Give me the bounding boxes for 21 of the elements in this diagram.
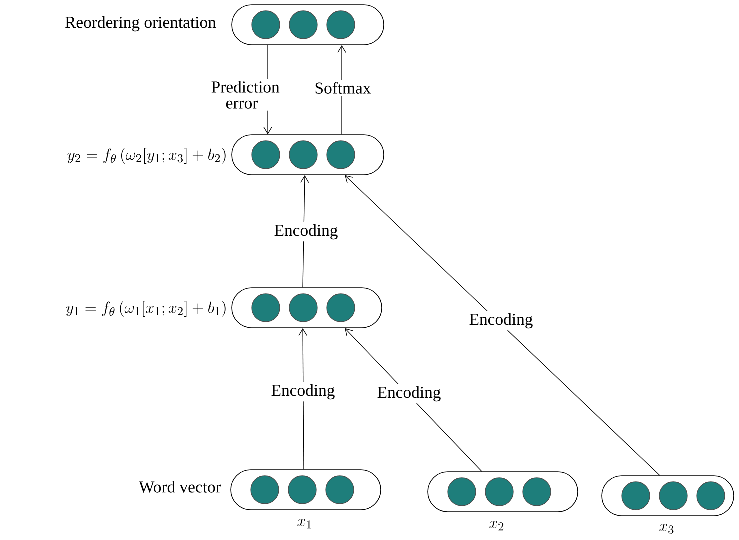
neuron-layer (232, 4, 384, 46)
formula: $y_1 = f_\theta\left(\omega_1[x_1; x_2] + b_1\right)$ (66, 301, 226, 318)
neuron-layer (230, 470, 382, 510)
neuron-layer (602, 476, 734, 516)
edge-label: Encoding (269, 382, 335, 402)
neuron-layer (232, 134, 384, 176)
formula: $x_3$ (660, 524, 674, 534)
edge-label: Softmax (310, 80, 376, 96)
neuron-layer (428, 472, 578, 512)
layer-label: Reordering orientation (66, 16, 216, 32)
edge-label: Encoding (272, 222, 338, 242)
arrow (345, 328, 482, 472)
formula: $x_2$ (490, 521, 504, 531)
edge-label: Encoding (375, 384, 441, 404)
formula: $x_1$ (298, 519, 312, 529)
arrow (345, 175, 660, 476)
edge-label: Encoding (467, 311, 533, 331)
layer-label: Word vector (139, 481, 222, 493)
edge-label: Prediction error (209, 79, 280, 111)
formula: $y_2 = f_\theta\left(\omega_2[y_1; x_3] + b_2\right)$ (68, 148, 226, 164)
neuron-layer (232, 288, 382, 328)
